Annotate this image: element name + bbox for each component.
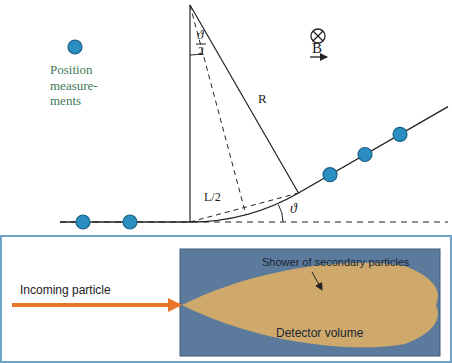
field-label: B bbox=[312, 40, 322, 57]
angle-label: 2 bbox=[198, 45, 204, 58]
position-dots bbox=[68, 40, 407, 229]
radius-label: R bbox=[258, 92, 267, 106]
angle-label: ϑ bbox=[290, 201, 297, 216]
node-label: Detector volume bbox=[276, 327, 363, 340]
callout-label: Shower of secondary particles bbox=[262, 256, 409, 268]
field-symbol bbox=[310, 29, 327, 57]
arrow-label: Incoming particle bbox=[20, 284, 111, 297]
legend-text: Position measure- ments bbox=[50, 62, 122, 109]
detector-panel bbox=[1, 236, 451, 362]
length-label: L/2 bbox=[204, 191, 221, 204]
track-geometry bbox=[60, 5, 448, 222]
angle-label: ϑ bbox=[197, 28, 203, 42]
